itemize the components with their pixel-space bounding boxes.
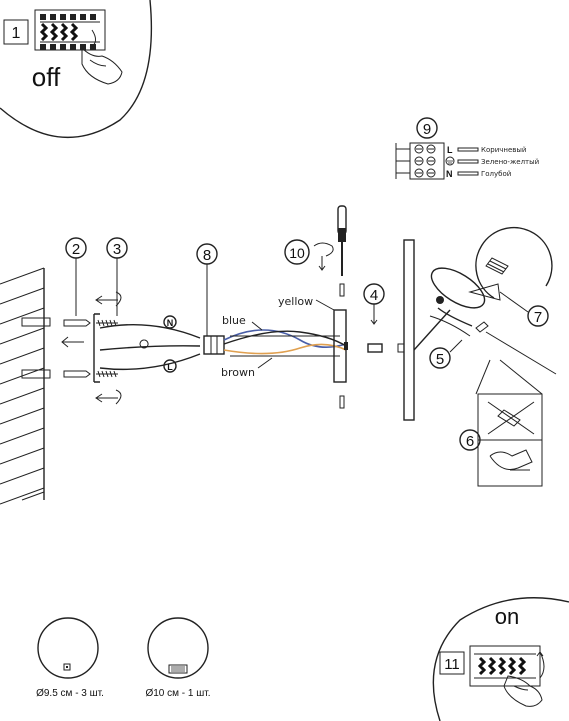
arrow-down-icon (370, 304, 378, 325)
screw-top (96, 319, 118, 327)
fixture-backplate (403, 239, 415, 421)
arrow-down-icon (318, 256, 326, 271)
shade-small: Ø9.5 см - 3 шт. (36, 617, 104, 699)
hand-icon (503, 675, 543, 707)
step-number-1: 1 (12, 25, 21, 42)
steps-5-6-7: 7 5 6 (429, 305, 549, 487)
hand-icon (81, 46, 123, 85)
shade-large: Ø10 см - 1 шт. (145, 617, 211, 699)
neutral-marker: N (167, 318, 174, 328)
terminal-legend: 9 L N Коричневый Зелено-желтый Голубой (395, 117, 539, 180)
dowel-bottom (63, 370, 91, 378)
steps-2-3-mounting: 2 3 (61, 237, 128, 405)
wrong-install-icon (487, 401, 535, 435)
step-number-6: 6 (466, 433, 474, 450)
shade-rim (430, 267, 486, 309)
step-11-power-on: on 11 (432, 597, 569, 721)
step-number-2: 2 (72, 241, 80, 258)
ground-icon (445, 156, 455, 166)
shade-large-caption: Ø10 см - 1 шт. (145, 688, 210, 699)
step-number-5: 5 (436, 351, 444, 368)
terminal-block (203, 335, 225, 355)
live-marker: L (167, 362, 173, 372)
brown-wire (223, 343, 347, 355)
wire-color-blue-label: Голубой (481, 170, 511, 178)
screw-top (339, 283, 345, 297)
rotate-icon (313, 242, 334, 257)
fixture (397, 239, 557, 421)
correct-install-icon (489, 449, 533, 471)
wire-color-brown-label: Коричневый (481, 146, 526, 154)
arrow-left-icon (95, 295, 118, 305)
screw-bottom (96, 370, 118, 378)
arrow-left-icon (61, 336, 84, 348)
step-4-cap: 4 (363, 283, 385, 353)
yellow-wire-label: yellow (278, 295, 313, 308)
terminal-letter-n: N (446, 169, 453, 179)
arrow-left-icon (95, 393, 118, 403)
rotate-icon (115, 291, 122, 405)
blue-wire-label: blue (222, 314, 246, 327)
step-number-7: 7 (534, 309, 542, 326)
step-number-3: 3 (113, 241, 121, 258)
step-number-4: 4 (370, 287, 378, 304)
brown-wire-label: brown (221, 366, 255, 379)
screw-bottom (339, 395, 345, 409)
rotate-arrow-icon (536, 651, 545, 679)
dowel-top (63, 319, 91, 327)
step-number-9: 9 (423, 121, 431, 138)
wires: blue brown yellow (221, 295, 347, 379)
shade-small-caption: Ø9.5 см - 3 шт. (36, 688, 104, 699)
step-1-power-off: 1 off (0, 0, 153, 139)
step-number-11: 11 (444, 656, 460, 673)
blue-wire (223, 329, 347, 348)
on-label: on (495, 604, 519, 629)
step-10-bracket: 10 (284, 205, 348, 409)
terminal-letter-l: L (447, 145, 453, 155)
step-number-8: 8 (203, 247, 211, 264)
step-number-10: 10 (289, 245, 305, 261)
rotate-arrow-icon (89, 29, 96, 49)
breaker-terminals (39, 14, 96, 50)
screwdriver-icon (337, 205, 347, 276)
wall-plate: 8 N L (93, 243, 225, 383)
wire-color-green-yellow-label: Зелено-желтый (481, 158, 539, 166)
terminal-screws (414, 144, 436, 178)
bulb-detail (475, 226, 553, 313)
wall (0, 267, 51, 505)
off-label: off (32, 62, 61, 92)
